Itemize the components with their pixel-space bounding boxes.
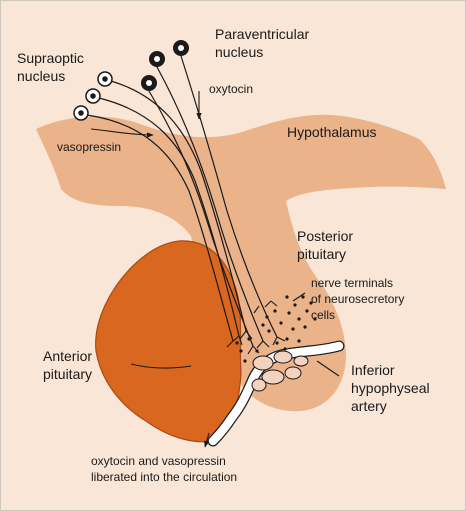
posterior-pituitary-label: Posterior pituitary	[297, 228, 357, 262]
nerve-terminals-label: nerve terminals of neurosecretory cells	[311, 276, 408, 322]
vasopressin-label: vasopressin	[57, 140, 121, 154]
supraoptic-label: Supraoptic nucleus	[17, 50, 88, 84]
anterior-pituitary-label: Anterior pituitary	[43, 348, 96, 382]
anterior-pituitary-shape	[96, 241, 241, 442]
oxytocin-label: oxytocin	[209, 82, 253, 96]
paraventricular-label: Paraventricular nucleus	[215, 26, 313, 60]
liberated-label: oxytocin and vasopressin liberated into …	[91, 454, 237, 484]
supraoptic-neurons	[74, 72, 112, 120]
hypothalamus-label: Hypothalamus	[287, 124, 377, 140]
artery-label: Inferior hypophyseal artery	[351, 362, 434, 414]
